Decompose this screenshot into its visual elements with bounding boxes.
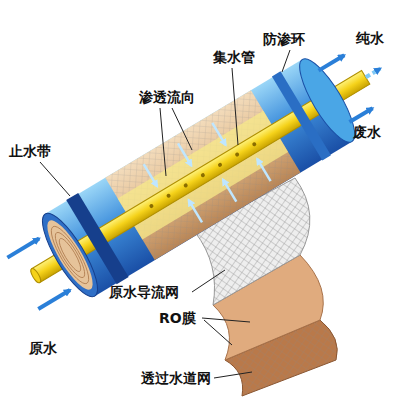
permeate-flow-arrows <box>144 113 271 233</box>
part-label: RO膜 <box>158 310 197 327</box>
part-label: 防渗环 <box>262 31 306 48</box>
part-label: 废水 <box>352 124 382 141</box>
wound-layers <box>40 215 100 295</box>
part-label: 原水 <box>28 340 58 357</box>
part-label: 透过水道网 <box>140 370 212 387</box>
raw-water-arrow <box>38 290 70 309</box>
part-label: 止水带 <box>8 143 52 160</box>
outlet-end-cap <box>290 52 363 149</box>
cylinder-group <box>0 27 400 326</box>
raw-water-arrow <box>7 239 39 258</box>
part-label: 纯水 <box>355 30 385 47</box>
wound-mesh <box>105 90 300 260</box>
inlet-end-cap <box>33 207 106 304</box>
part-label: 渗透流向 <box>138 89 196 106</box>
waste-water-arrow <box>349 108 372 122</box>
pure-water-arrow <box>366 69 381 78</box>
part-label: 原水导流网 <box>108 284 180 301</box>
tube-end <box>29 267 42 284</box>
wound-rings <box>45 222 94 288</box>
wound-membrane <box>105 90 300 260</box>
tube-holes <box>149 142 257 209</box>
part-label: 集水管 <box>212 49 256 66</box>
waste-water-arrow <box>319 55 345 70</box>
leader-lines <box>40 50 290 378</box>
